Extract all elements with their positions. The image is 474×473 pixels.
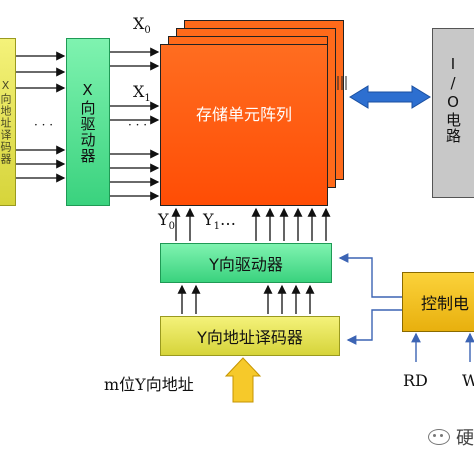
x-address-decoder-label: X向地址译码器 [0, 79, 12, 165]
watermark: 硬 [428, 424, 474, 450]
x0-subscript: 0 [144, 25, 151, 37]
x-driver-label: X向驱动器 [78, 80, 97, 164]
y-address-decoder: Y向地址译码器 [160, 316, 340, 356]
wechat-icon [428, 429, 450, 445]
y0-label: Y0 [158, 210, 175, 233]
y-decoder-to-y-driver-arrows [177, 284, 315, 314]
x-driver: X向驱动器 [66, 38, 110, 206]
y-address-input-arrow [224, 357, 262, 403]
y-ellipsis: … [219, 210, 236, 229]
watermark-text: 硬 [456, 428, 474, 449]
x-driver-to-array-arrows [110, 47, 160, 201]
x1-subscript: 1 [144, 93, 151, 105]
memory-cell-array-label: 存储单元阵列 [195, 105, 292, 124]
x-driver-input-dots: · · · [34, 118, 54, 132]
x0-label: X0 [133, 14, 151, 37]
y-driver: Y向驱动器 [160, 243, 332, 283]
y-address-decoder-label: Y向地址译码器 [197, 328, 303, 347]
y1-subscript: 1 [213, 221, 220, 233]
x1-label: X1 [133, 82, 151, 105]
w-label: W [462, 371, 474, 390]
y-driver-label: Y向驱动器 [209, 255, 283, 274]
memory-cell-array: 存储单元阵列 [160, 44, 328, 206]
y1-label: Y1… [203, 210, 236, 233]
y-driver-to-array-arrows [171, 207, 331, 241]
array-io-bidirectional-arrow [349, 85, 431, 109]
control-circuit: 控制电 [402, 272, 474, 332]
array-edge-ticks [337, 76, 347, 90]
control-input-lines [411, 332, 474, 362]
control-feedback-lines [338, 253, 402, 345]
x-address-decoder: X向地址译码器 [0, 38, 16, 206]
x-driver-output-dots: · · · [128, 118, 148, 132]
y-address-input-label: m位Y向地址 [104, 375, 194, 394]
decoder-to-x-driver-arrows [16, 51, 66, 183]
control-circuit-label: 控制电 [421, 294, 470, 313]
y0-subscript: 0 [168, 221, 175, 233]
io-circuit: I/O电路 [432, 28, 474, 198]
rd-label: RD [403, 371, 428, 390]
io-circuit-label: I/O电路 [444, 55, 462, 144]
